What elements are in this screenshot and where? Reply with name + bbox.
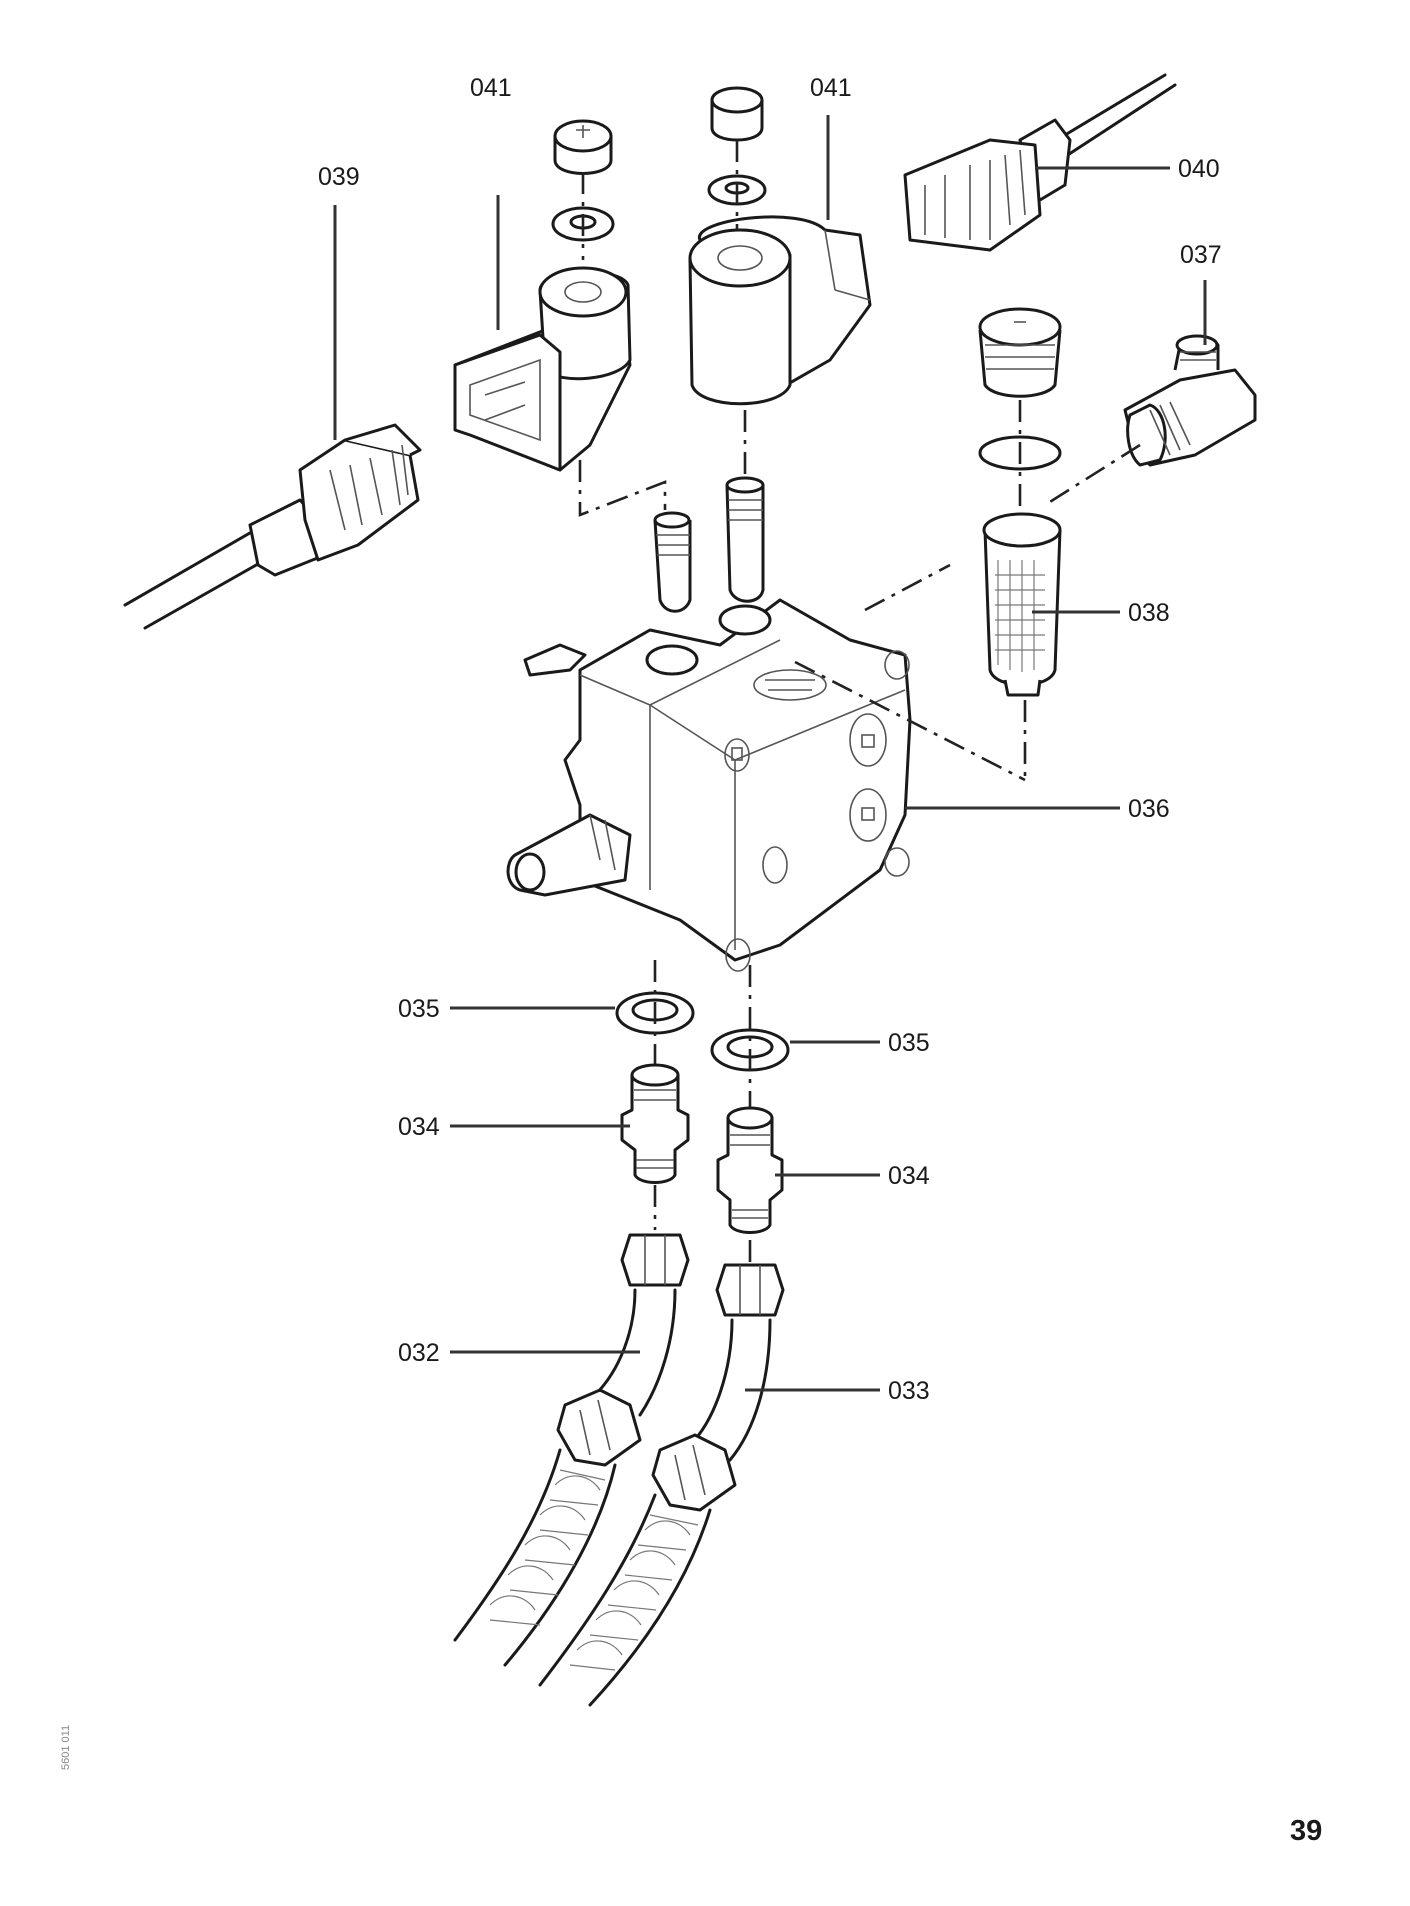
- filter-038[interactable]: [982, 512, 1120, 697]
- bolt: [849, 713, 887, 767]
- solenoid-coil-041b[interactable]: [688, 215, 872, 406]
- nut-cap-left: [553, 119, 613, 175]
- pump-body-036[interactable]: [506, 598, 1120, 972]
- part-label-041a: 041: [470, 74, 512, 102]
- part-label-033: 033: [888, 1377, 930, 1405]
- part-label-034a: 034: [398, 1113, 440, 1141]
- part-label-039: 039: [318, 163, 360, 191]
- page-number: 39: [1290, 1815, 1323, 1847]
- bolt: [884, 650, 910, 680]
- hose-032[interactable]: [450, 1233, 690, 1667]
- assembly-axis: [578, 460, 667, 517]
- part-label-034b: 034: [888, 1162, 930, 1190]
- sealing-ring-035b[interactable]: [710, 1028, 880, 1072]
- filter-cap: [978, 307, 1062, 398]
- part-label-035b: 035: [888, 1029, 930, 1057]
- solenoid-stems: [653, 476, 765, 613]
- part-label-032: 032: [398, 1339, 440, 1367]
- plug-connector-039[interactable]: [123, 423, 422, 630]
- nipple-034b[interactable]: [716, 1106, 880, 1234]
- part-label-036: 036: [1128, 795, 1170, 823]
- elbow-fitting-037[interactable]: [1123, 280, 1257, 467]
- nut-cap-right: [710, 86, 764, 142]
- part-label-038: 038: [1128, 599, 1170, 627]
- drawing-code: 5601 011: [60, 1724, 72, 1770]
- part-label-041b: 041: [810, 74, 852, 102]
- assembly-axis: [864, 563, 951, 612]
- bolt: [849, 788, 887, 842]
- assembly-axis: [794, 660, 1026, 782]
- part-label-037: 037: [1180, 241, 1222, 269]
- hose-033[interactable]: [538, 1263, 880, 1707]
- plug-connector-040[interactable]: [903, 73, 1177, 252]
- bolt: [884, 847, 910, 877]
- solenoid-coil-041a[interactable]: [333, 195, 632, 472]
- part-label-040: 040: [1178, 155, 1220, 183]
- o-ring: [978, 435, 1062, 471]
- nipple-034a[interactable]: [450, 1063, 690, 1184]
- part-label-035a: 035: [398, 995, 440, 1023]
- sealing-ring-035a[interactable]: [450, 991, 695, 1035]
- bolt: [724, 738, 750, 772]
- assembly-axis: [1044, 443, 1141, 507]
- bolt: [725, 938, 751, 972]
